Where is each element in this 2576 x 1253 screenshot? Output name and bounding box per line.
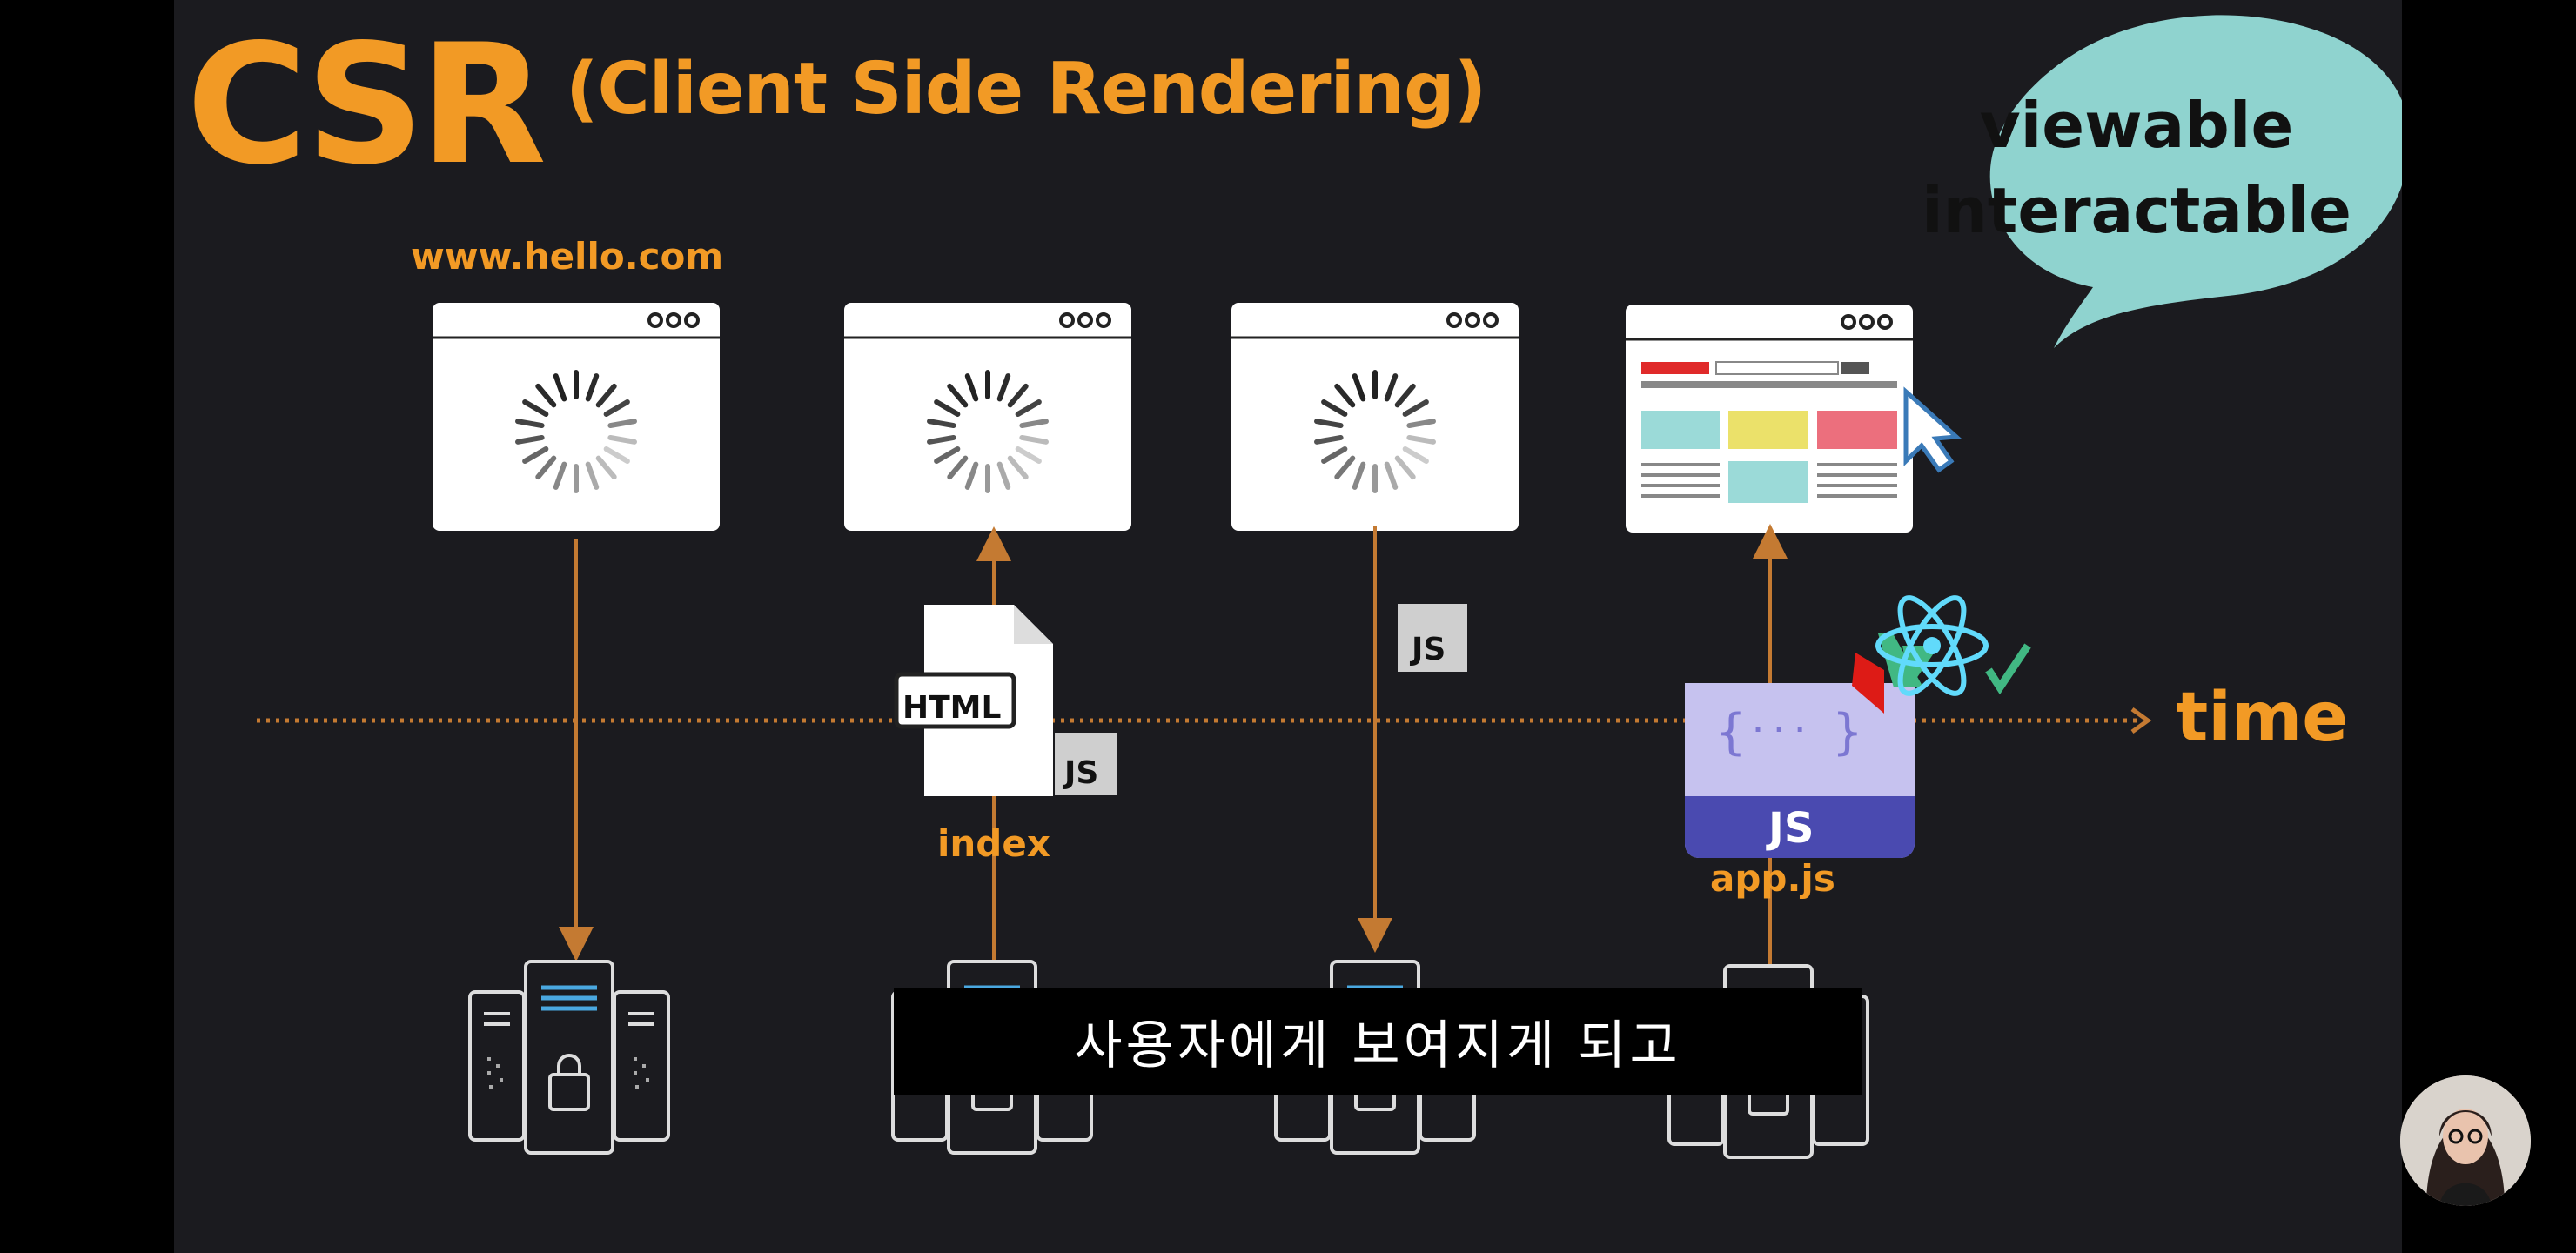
js-badge-text-2: JS (1409, 632, 1446, 667)
react-icon (1875, 595, 1989, 696)
slide-subtitle: (Client Side Rendering) (566, 48, 1486, 131)
browser-window-2 (842, 301, 1133, 533)
csr-diagram: { ··· } HTML JS JS JS (257, 15, 2402, 1253)
html-file-icon (894, 605, 1117, 796)
site-url: www.hello.com (411, 235, 724, 278)
presenter-avatar[interactable] (2400, 1075, 2531, 1206)
mouse-cursor-icon (1903, 386, 1962, 473)
browser-window-1 (431, 301, 721, 533)
js-file-icon (1398, 604, 1467, 672)
svg-text:{: { (1716, 704, 1746, 761)
index-label: index (937, 822, 1050, 865)
slide-title: CSR (186, 9, 547, 201)
browser-window-3 (1230, 301, 1520, 533)
time-axis-label: time (2176, 679, 2349, 757)
video-caption: 사용자에게 보여지게 되고 (894, 988, 1862, 1095)
bubble-line-2: interactable (1921, 174, 2351, 247)
bubble-text: viewable interactable (1902, 83, 2371, 253)
bubble-line-1: viewable (1979, 89, 2294, 162)
appjs-label: app.js (1710, 857, 1835, 900)
appjs-badge-text: JS (1766, 804, 1814, 853)
js-badge-text: JS (1062, 755, 1098, 791)
server-icon-1 (470, 962, 668, 1153)
speech-bubble (1989, 15, 2402, 348)
angular-icon (1852, 653, 1884, 714)
svg-text:}: } (1833, 704, 1862, 761)
svg-text:···: ··· (1748, 710, 1810, 750)
html-badge-text: HTML (902, 690, 1001, 726)
appjs-file-icon: { ··· } (1685, 683, 1915, 858)
slide: CSR (Client Side Rendering) www.hello.co… (174, 0, 2402, 1253)
browser-window-rendered (1624, 303, 1962, 534)
